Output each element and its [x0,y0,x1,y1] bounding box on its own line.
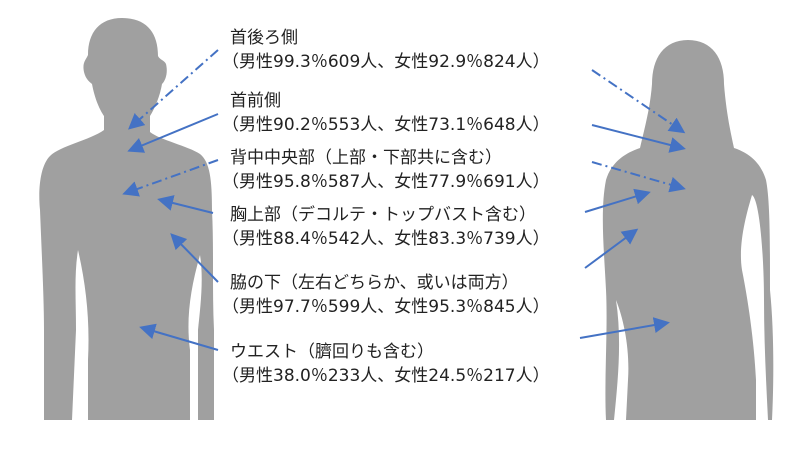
region-stats: （男性95.8％587人、女性77.9％691人） [222,172,550,192]
label-back-center: 背中中央部（上部・下部共に含む） （男性95.8％587人、女性77.9％691… [222,147,550,195]
label-upper-chest: 胸上部（デコルテ・トップバスト含む） （男性88.4％542人、女性83.3％7… [222,204,550,252]
label-neck-back: 首後ろ側 （男性99.3％609人、女性92.9％824人） [222,27,550,75]
arrow-waist-male [139,323,219,351]
arrow-armpit-female [584,228,639,269]
label-armpit: 脇の下（左右どちらか、或いは両方） （男性97.7％599人、女性95.3％84… [222,272,550,320]
region-stats: （男性90.2％553人、女性73.1％648人） [222,115,550,135]
region-stats: （男性99.3％609人、女性92.9％824人） [222,52,550,72]
female-silhouette [602,40,774,420]
arrows [122,49,686,351]
label-waist: ウエスト（臍回りも含む） （男性38.0％233人、女性24.5％217人） [222,341,550,389]
region-title: 背中中央部（上部・下部共に含む） [230,148,502,168]
arrow-neck-front-male [127,113,219,153]
region-stats: （男性88.4％542人、女性83.3％739人） [222,229,550,249]
arrow-armpit-male [170,233,219,283]
region-title: 脇の下（左右どちらか、或いは両方） [230,273,519,293]
arrow-chest-female [584,188,651,213]
arrow-waist-female [579,317,670,339]
arrow-back-female [591,161,686,193]
label-neck-front: 首前側 （男性90.2％553人、女性73.1％648人） [222,90,550,138]
region-title: 首後ろ側 [230,28,298,48]
region-stats: （男性97.7％599人、女性95.3％845人） [222,297,550,317]
arrow-chest-male [157,195,214,214]
region-stats: （男性38.0％233人、女性24.5％217人） [222,366,550,386]
arrow-neck-front-female [591,124,686,153]
region-title: ウエスト（臍回りも含む） [230,342,434,362]
male-silhouette [39,18,214,420]
region-title: 胸上部（デコルテ・トップバスト含む） [230,205,536,225]
region-title: 首前側 [230,91,281,111]
arrow-back-male [122,159,219,197]
arrow-neck-back-female [591,69,686,134]
